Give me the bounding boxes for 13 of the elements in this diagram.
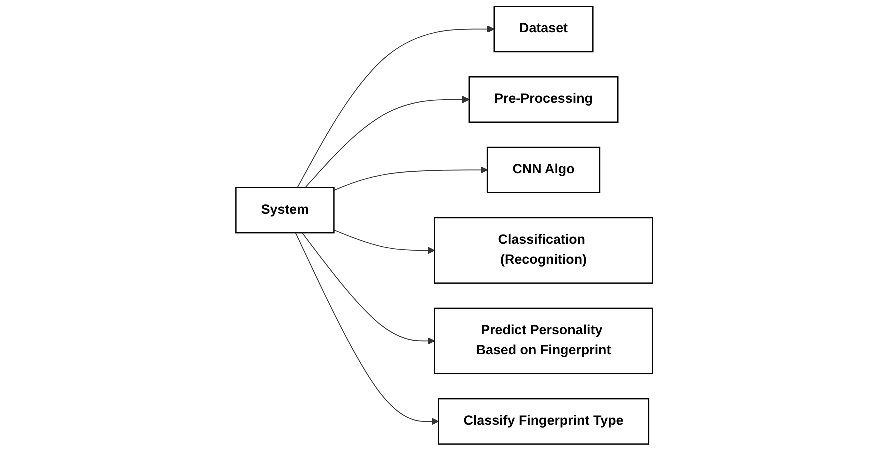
node-box: System bbox=[236, 187, 335, 234]
node-box: Pre-Processing bbox=[468, 76, 619, 124]
arrow bbox=[297, 26, 495, 188]
node-box: Dataset bbox=[494, 6, 594, 53]
node-box: CNN Algo bbox=[486, 146, 601, 194]
arrow bbox=[334, 166, 488, 191]
node-box: Predict Personality Based on Fingerprint bbox=[434, 308, 654, 374]
node-box: Classification (Recognition) bbox=[434, 217, 654, 284]
arrow bbox=[334, 230, 436, 254]
arrow bbox=[295, 232, 439, 426]
node-box: Classify Fingerprint Type bbox=[438, 398, 650, 445]
arrow bbox=[305, 96, 470, 188]
arrow bbox=[302, 232, 436, 345]
